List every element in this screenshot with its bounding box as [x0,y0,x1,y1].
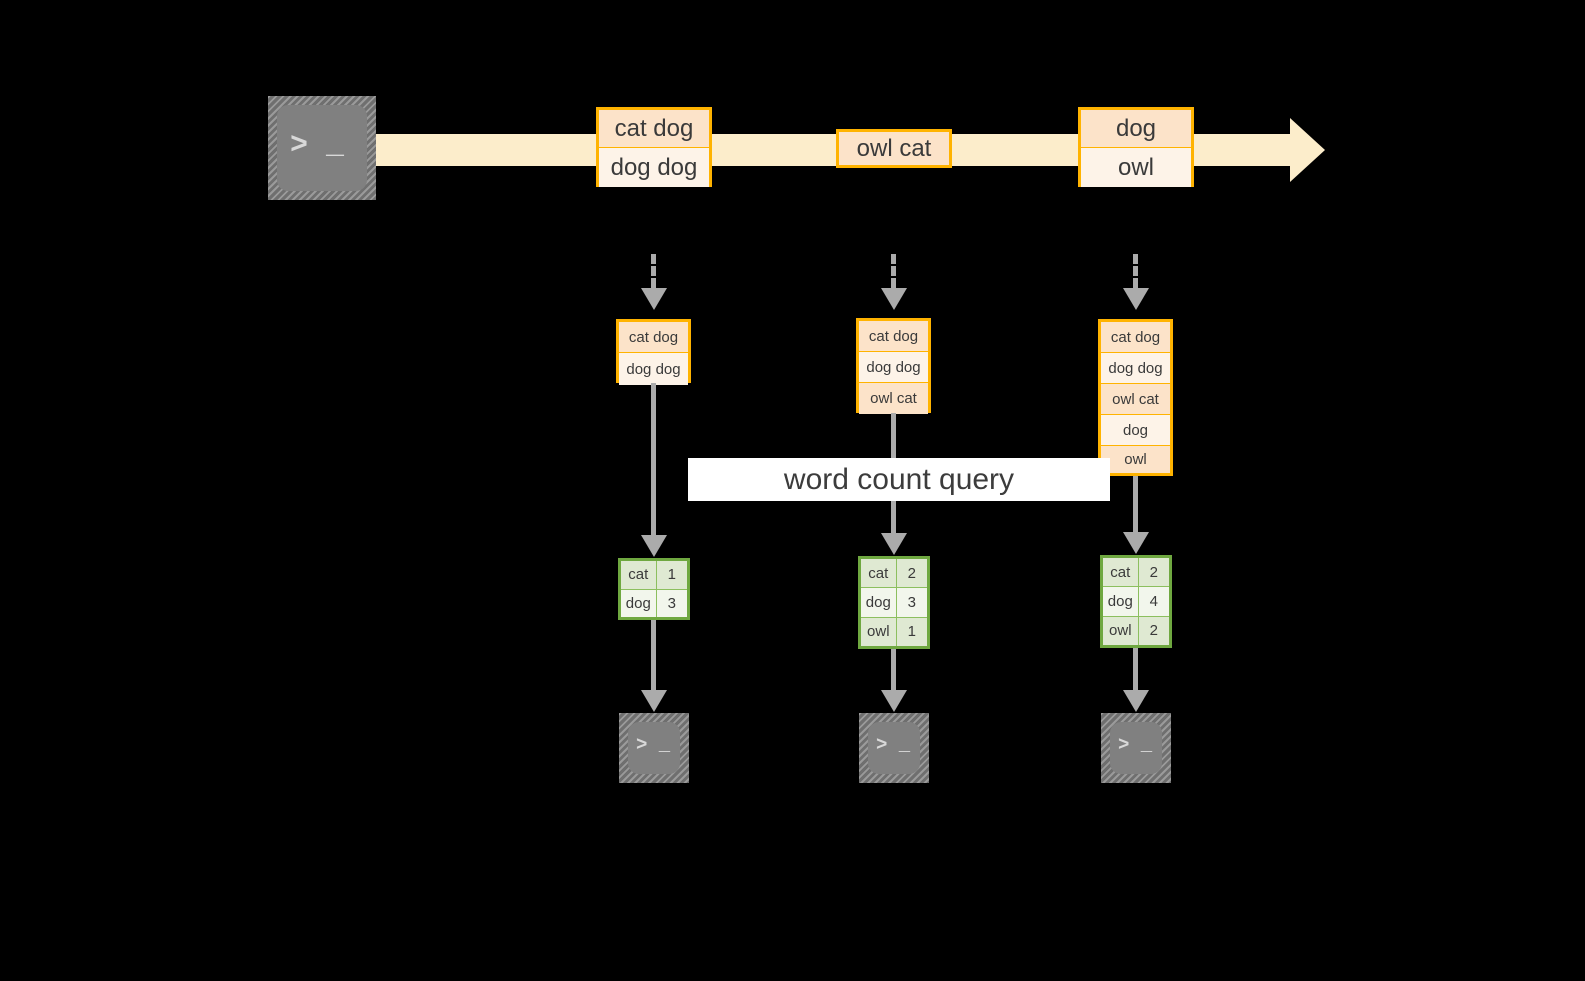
terminal-prompt-glyph: > _ [876,734,911,756]
stream-event-group-1[interactable]: cat dog dog dog [596,107,712,187]
accumulated-event-row: cat dog [1101,322,1170,353]
connector-arrowhead [641,690,667,712]
terminal-prompt-glyph: > _ [1118,734,1153,756]
connector-state-to-result-3 [1133,476,1138,532]
table-row: owl 2 [1103,616,1169,645]
connector-stream-to-state-3 [1133,254,1138,288]
stream-event-group-3[interactable]: dog owl [1078,107,1194,187]
stream-event-line: owl [1081,148,1191,187]
result-word-cell: dog [861,588,897,617]
result-table-column-1[interactable]: cat 1 dog 3 [618,558,690,620]
accumulated-event-row: dog dog [859,352,928,383]
accumulated-events-column-1[interactable]: cat dog dog dog [616,319,691,385]
connector-state-to-result-1 [651,383,656,535]
stream-event-line: dog dog [599,148,709,187]
accumulated-event-row: dog [1101,415,1170,446]
terminal-body: > _ [868,722,920,774]
result-count-cell: 2 [1138,616,1169,645]
connector-result-to-sink-3 [1133,648,1138,690]
result-word-cell: cat [1103,558,1139,587]
result-count-cell: 1 [896,617,927,646]
accumulated-event-row: dog dog [619,353,688,385]
connector-arrowhead [881,533,907,555]
result-word-cell: dog [621,589,657,617]
result-count-cell: 2 [896,559,927,588]
connector-arrowhead [641,288,667,310]
result-word-cell: owl [1103,616,1139,645]
result-count-cell: 1 [656,561,687,589]
sink-terminal-icon-column-1[interactable]: > _ [619,713,689,783]
table-row: dog 3 [861,588,927,618]
result-count-cell: 3 [656,589,687,617]
terminal-body: > _ [277,105,367,191]
source-terminal-icon[interactable]: > _ [268,96,376,200]
accumulated-event-row: dog dog [1101,353,1170,384]
result-count-cell: 2 [1138,558,1169,587]
connector-arrowhead [641,535,667,557]
stream-event-group-2[interactable]: owl cat [836,129,952,168]
table-row: cat 2 [1103,558,1169,588]
table-row: cat 1 [621,561,687,590]
stream-event-line: cat dog [599,110,709,148]
result-count-cell: 3 [896,588,927,617]
terminal-prompt-glyph: > _ [636,734,671,756]
connector-arrowhead [881,690,907,712]
query-label-band [688,458,1110,501]
accumulated-event-row: cat dog [859,321,928,352]
result-count-cell: 4 [1138,587,1169,616]
stream-event-line: owl cat [839,132,949,165]
result-word-cell: cat [621,561,657,589]
table-row: dog 3 [621,589,687,617]
accumulated-event-row: owl cat [859,383,928,414]
sink-terminal-icon-column-2[interactable]: > _ [859,713,929,783]
connector-arrowhead [881,288,907,310]
table-row: cat 2 [861,559,927,589]
input-stream-arrowhead [1290,118,1325,182]
stream-event-line: dog [1081,110,1191,148]
query-label: word count query [783,462,1015,496]
result-word-cell: cat [861,559,897,588]
terminal-body: > _ [628,722,680,774]
accumulated-event-row: owl cat [1101,384,1170,415]
connector-arrowhead [1123,690,1149,712]
terminal-prompt-glyph: > _ [290,129,345,163]
result-table-column-2[interactable]: cat 2 dog 3 owl 1 [858,556,930,649]
result-word-cell: dog [1103,587,1139,616]
connector-result-to-sink-1 [651,620,656,690]
connector-arrowhead [1123,288,1149,310]
result-word-cell: owl [861,617,897,646]
table-row: dog 4 [1103,587,1169,617]
sink-terminal-icon-column-3[interactable]: > _ [1101,713,1171,783]
connector-stream-to-state-1 [651,254,656,288]
connector-arrowhead [1123,532,1149,554]
result-table-column-3[interactable]: cat 2 dog 4 owl 2 [1100,555,1172,648]
accumulated-event-row: owl [1101,446,1170,473]
accumulated-events-column-2[interactable]: cat dog dog dog owl cat [856,318,931,414]
connector-stream-to-state-2 [891,254,896,288]
terminal-body: > _ [1110,722,1162,774]
accumulated-event-row: cat dog [619,322,688,353]
accumulated-events-column-3[interactable]: cat dog dog dog owl cat dog owl [1098,319,1173,476]
connector-result-to-sink-2 [891,649,896,690]
table-row: owl 1 [861,617,927,646]
